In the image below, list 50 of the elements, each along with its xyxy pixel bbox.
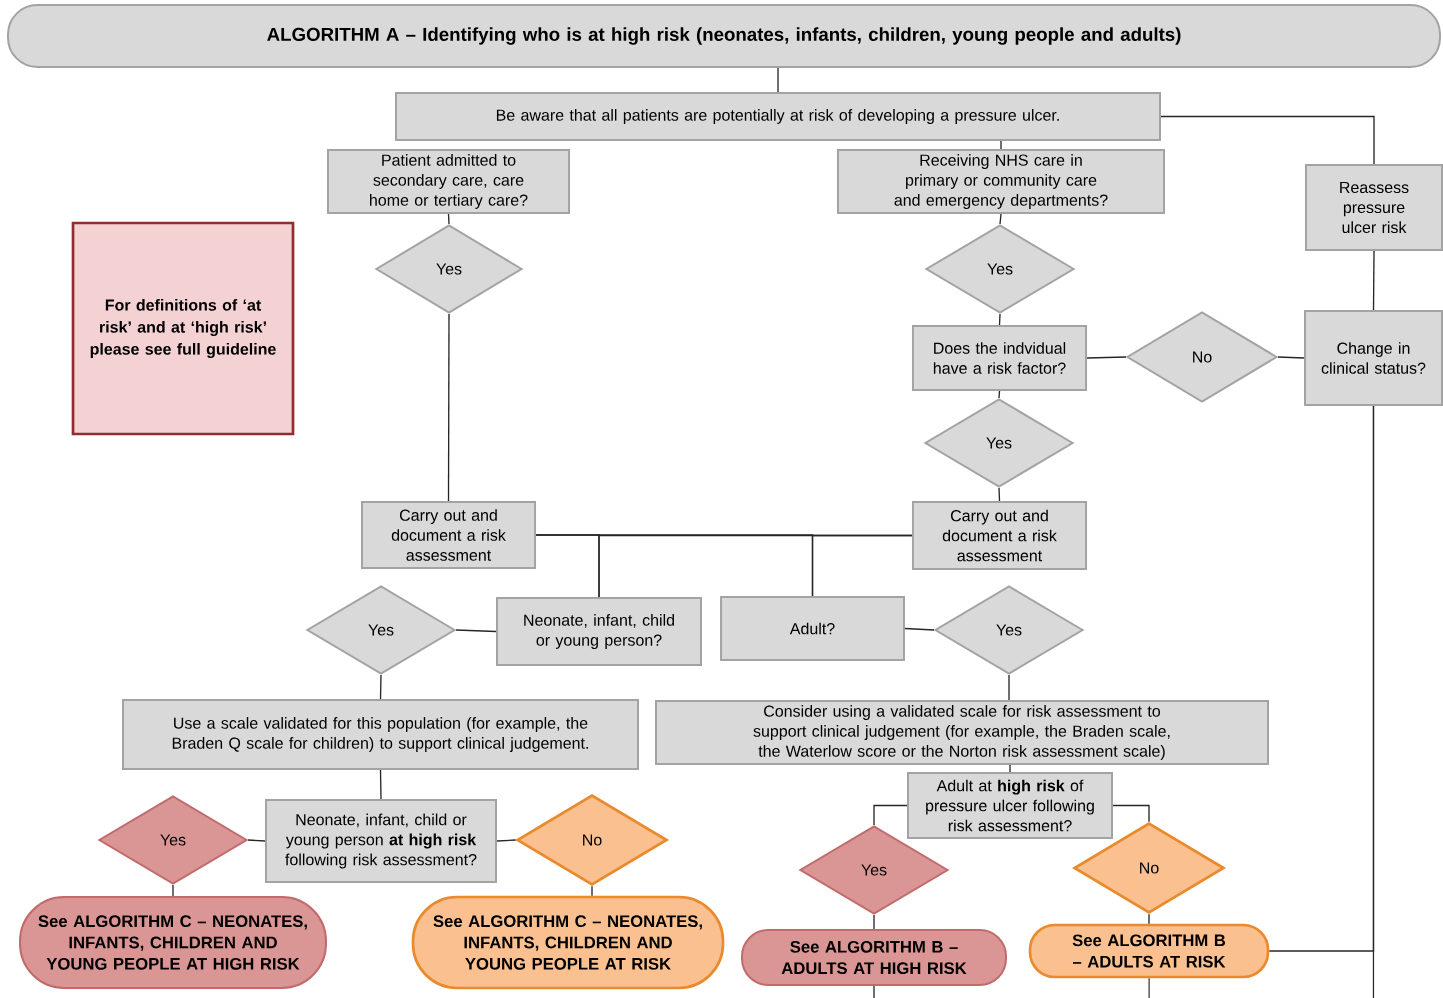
connector-line <box>379 769 382 800</box>
connector-line <box>811 534 913 597</box>
connector-line <box>1148 913 1150 925</box>
process-box: Consider using a validated scale for risk assessment to support clinical judgement (for example, the Braden scale, the Waterlow score or the Norton risk assessment scale) <box>655 700 1269 765</box>
process-box: Adult at high risk of pressure ulcer following risk assessment? <box>907 771 1113 840</box>
process-box: Does the indvidual have a risk factor? <box>911 325 1088 391</box>
connector-line <box>247 839 266 842</box>
process-box: Patient admitted to secondary care, care home or tertiary care? <box>326 149 571 214</box>
process-box: Use a scale validated for this population (for example, the Braden Q scale for children) to support clinical judgement. <box>122 698 639 771</box>
connector-line <box>1372 405 1375 998</box>
connector-line <box>1148 977 1150 998</box>
connector-line <box>873 804 908 826</box>
connector-line <box>777 67 779 93</box>
process-box: Neonate, infant, child or young person at high risk following risk assessment? <box>265 799 497 883</box>
connector-line <box>447 213 450 225</box>
title-banner: ALGORITHM A – Identifying who is at high risk (neonates, infants, children, young people and adults) <box>7 4 1441 68</box>
connector-line <box>172 884 174 897</box>
connector-line <box>1112 804 1150 823</box>
connector-line <box>1086 356 1127 359</box>
process-box: Adult? <box>720 596 905 661</box>
connector-line <box>379 674 382 700</box>
connector-line <box>496 839 517 842</box>
process-box: Be aware that all patients are potentially at risk of developing a pressure ulcer. <box>395 92 1161 141</box>
connector-line <box>998 313 1001 326</box>
process-box: Reassess pressure ulcer risk <box>1305 163 1443 252</box>
process-box: Neonate, infant, child or young person? <box>496 597 702 666</box>
connector-line <box>455 629 497 633</box>
connector-line <box>1009 764 1011 773</box>
connector-line <box>447 313 450 502</box>
terminator-box: See ALGORITHM B – ADULTS AT RISK <box>1028 923 1270 979</box>
connector-line <box>999 213 1002 225</box>
connector-line <box>1372 250 1375 311</box>
terminator-box: See ALGORITHM C – NEONATES, INFANTS, CHILDREN AND YOUNG PEOPLE AT HIGH RISK <box>19 896 327 989</box>
connector-line <box>873 985 875 998</box>
connector-line <box>998 390 1001 399</box>
process-box: Change in clinical status? <box>1304 310 1443 406</box>
connector-line <box>873 914 875 930</box>
process-box: Receiving NHS care in primary or community care and emergency departments? <box>837 149 1165 214</box>
connector-line <box>904 627 935 631</box>
terminator-box: See ALGORITHM B – ADULTS AT HIGH RISK <box>741 929 1007 986</box>
connector-line <box>1160 115 1375 165</box>
process-box: Carry out and document a risk assessment <box>360 501 537 569</box>
connector-line <box>1000 140 1002 150</box>
connector-line <box>1008 674 1010 701</box>
process-box: Carry out and document a risk assessment <box>911 501 1088 570</box>
terminator-box: See ALGORITHM C – NEONATES, INFANTS, CHILDREN AND YOUNG PEOPLE AT RISK <box>411 895 725 990</box>
connector-line <box>998 487 1001 502</box>
note-box: For definitions of ‘at risk’ and at ‘high risk’ please see full guideline <box>71 221 295 436</box>
connector-line <box>591 885 593 897</box>
connector-line <box>1277 356 1305 359</box>
